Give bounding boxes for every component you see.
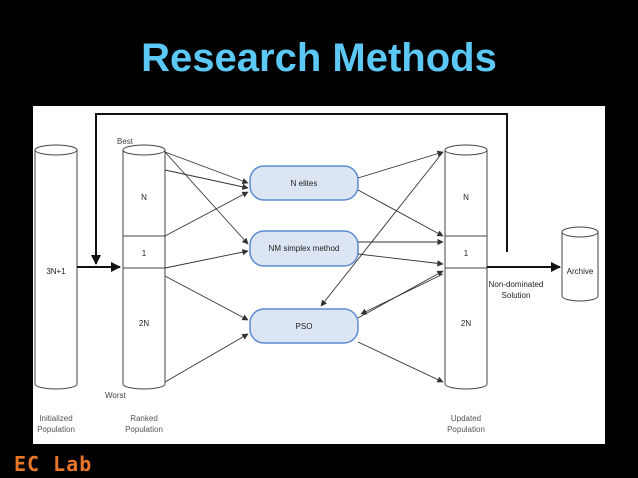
slide-title: Research Methods xyxy=(141,36,497,80)
solution-label: Solution xyxy=(502,291,531,300)
updated-population-cylinder xyxy=(444,144,488,390)
updated-caption-line2: Population xyxy=(447,425,485,434)
ranked-seg-top: N xyxy=(141,193,147,202)
output-arrows xyxy=(320,150,444,383)
non-dominated-label: Non-dominated xyxy=(489,280,544,289)
ranked-caption-line2: Population xyxy=(125,425,163,434)
updated-seg-top: N xyxy=(463,193,469,202)
simplex-label: NM simplex method xyxy=(269,244,340,253)
updated-seg-bot: 2N xyxy=(461,319,471,328)
initialized-population-cylinder xyxy=(34,144,78,390)
archive-label: Archive xyxy=(567,267,594,276)
best-label: Best xyxy=(117,137,134,146)
ranked-seg-bot: 2N xyxy=(139,319,149,328)
initialized-count: 3N+1 xyxy=(46,267,66,276)
ranked-seg-mid: 1 xyxy=(142,249,147,258)
initialized-caption-line2: Population xyxy=(37,425,75,434)
pso-box xyxy=(249,308,359,344)
ec-lab-logo: EC Lab xyxy=(14,452,93,476)
pso-label: PSO xyxy=(296,322,313,331)
flow-diagram: 3N+1 Initialized Population Best Worst N… xyxy=(34,113,599,434)
ranked-caption-line1: Ranked xyxy=(130,414,158,423)
archive-cylinder xyxy=(561,226,599,302)
updated-seg-mid: 1 xyxy=(464,249,469,258)
initialized-caption-line1: Initialized xyxy=(39,414,72,423)
diagram-panel: 3N+1 Initialized Population Best Worst N… xyxy=(33,106,605,444)
simplex-box xyxy=(249,230,359,267)
input-arrows xyxy=(164,151,249,383)
ranked-population-cylinder xyxy=(122,144,166,390)
worst-label: Worst xyxy=(105,391,127,400)
elites-box xyxy=(249,165,359,201)
feedback-loop-arrow xyxy=(91,113,508,265)
updated-caption-line1: Updated xyxy=(451,414,481,423)
elites-label: N elites xyxy=(291,179,318,188)
